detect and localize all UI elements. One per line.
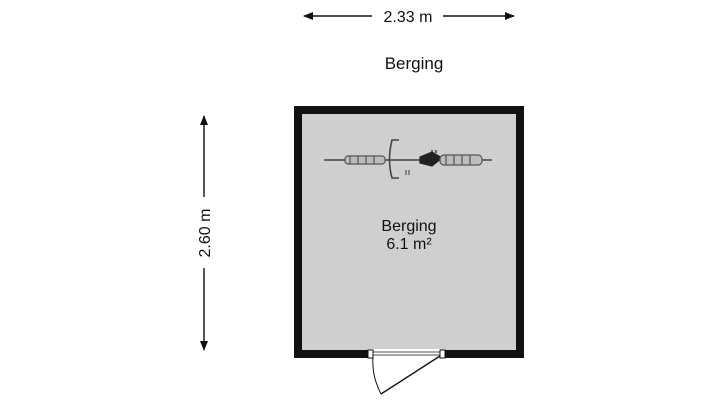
door-opening — [368, 349, 440, 359]
door-jamb-left — [367, 349, 374, 359]
width-dimension-label: 2.33 m — [384, 9, 433, 26]
room-area-label: 6.1 m² — [386, 236, 432, 253]
bicycle-icon — [324, 139, 492, 179]
plan-title: Berging — [385, 54, 444, 73]
door-jamb-right — [439, 349, 446, 359]
width-dimension: 2.33 m — [303, 9, 515, 26]
height-dimension: 2.60 m — [197, 115, 214, 351]
door-swing-arc — [372, 355, 382, 395]
room-berging: Berging 6.1 m² — [294, 106, 524, 395]
door-leaf — [380, 355, 441, 395]
room-floor — [302, 114, 516, 350]
height-dimension-label: 2.60 m — [197, 209, 214, 258]
room-name-label: Berging — [381, 218, 436, 235]
